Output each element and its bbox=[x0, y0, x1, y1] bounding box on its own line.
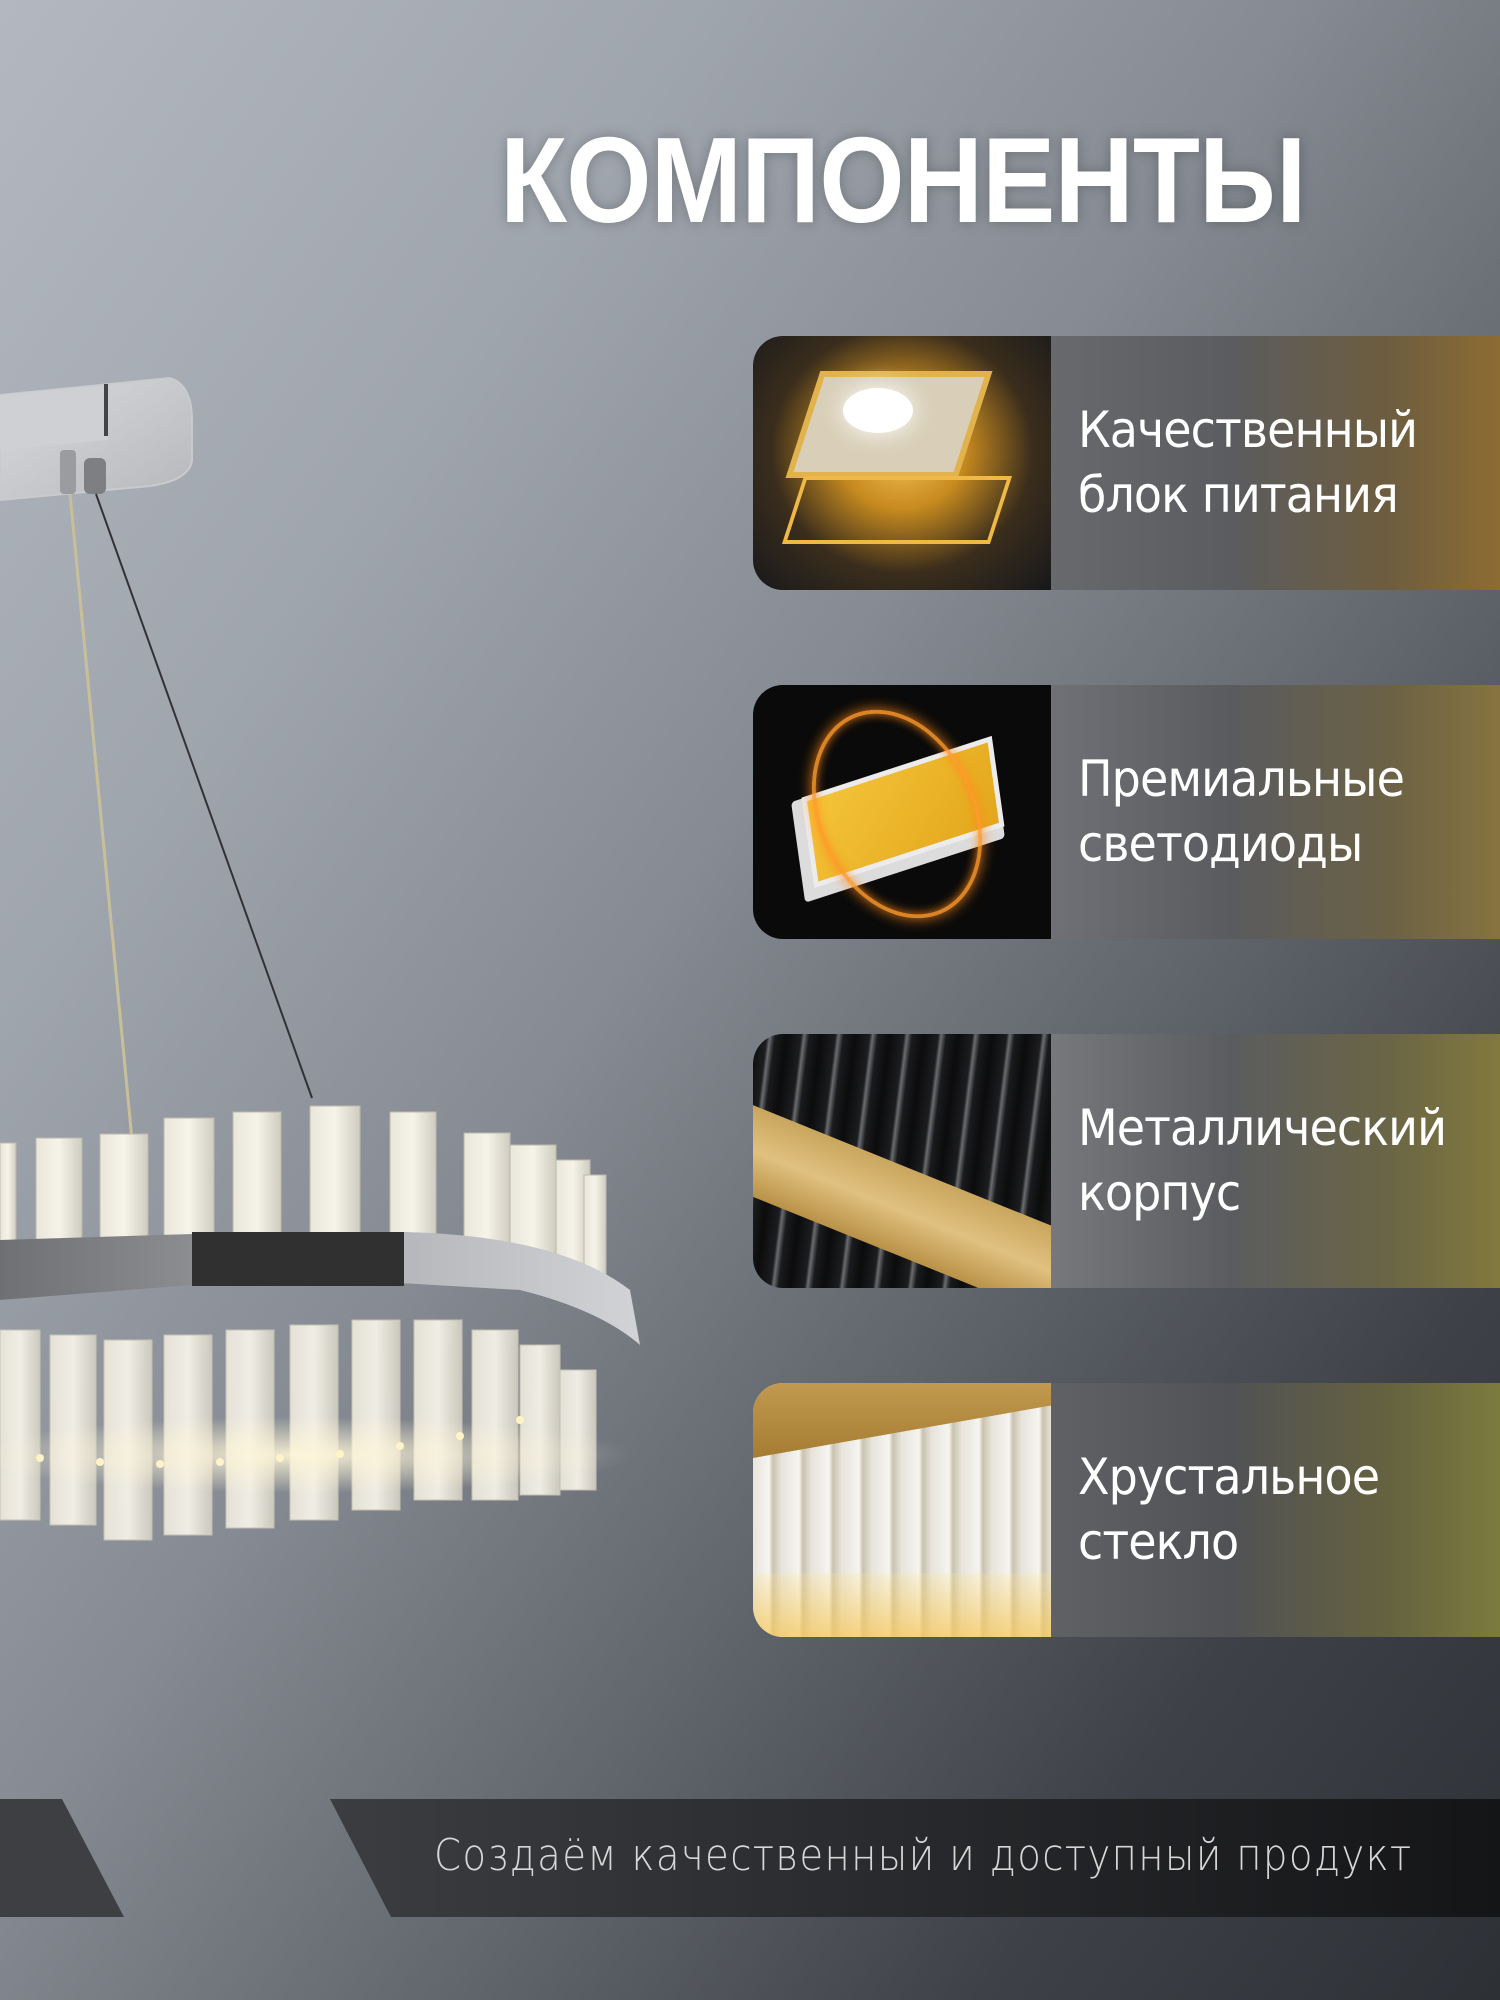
page-title: КОМПОНЕНТЫ bbox=[500, 112, 1307, 248]
feature-title-line-2: блок питания bbox=[1078, 466, 1399, 524]
power-supply-chip-icon bbox=[753, 336, 1051, 590]
footer-band bbox=[330, 1799, 1500, 1917]
feature-title-line-1: Качественный bbox=[1078, 401, 1418, 459]
crystal-glass-icon bbox=[753, 1383, 1051, 1637]
feature-title-line-2: корпус bbox=[1078, 1164, 1241, 1222]
feature-title-line-1: Премиальные bbox=[1078, 750, 1405, 808]
smd-led-icon bbox=[753, 685, 1051, 939]
feature-card-leds: Премиальные светодиоды bbox=[753, 685, 1500, 939]
feature-title-line-2: светодиоды bbox=[1078, 815, 1363, 873]
feature-label: Премиальные светодиоды bbox=[1051, 685, 1500, 939]
feature-title-line-1: Металлический bbox=[1078, 1099, 1447, 1157]
footer-tagline: Создаём качественный и доступный продукт bbox=[434, 1830, 1413, 1881]
feature-title-line-1: Хрустальное bbox=[1078, 1448, 1380, 1506]
feature-card-metal-body: Металлический корпус bbox=[753, 1034, 1500, 1288]
feature-card-crystal-glass: Хрустальное стекло bbox=[753, 1383, 1500, 1637]
feature-card-power-supply: Качественный блок питания bbox=[753, 336, 1500, 590]
feature-label: Хрустальное стекло bbox=[1051, 1383, 1500, 1637]
feature-title-line-2: стекло bbox=[1078, 1513, 1239, 1571]
feature-label: Металлический корпус bbox=[1051, 1034, 1500, 1288]
brass-metal-band-icon bbox=[753, 1034, 1051, 1288]
chandelier-product-icon bbox=[0, 376, 640, 1541]
footer-accent-shape bbox=[0, 1799, 124, 1917]
feature-label: Качественный блок питания bbox=[1051, 336, 1500, 590]
